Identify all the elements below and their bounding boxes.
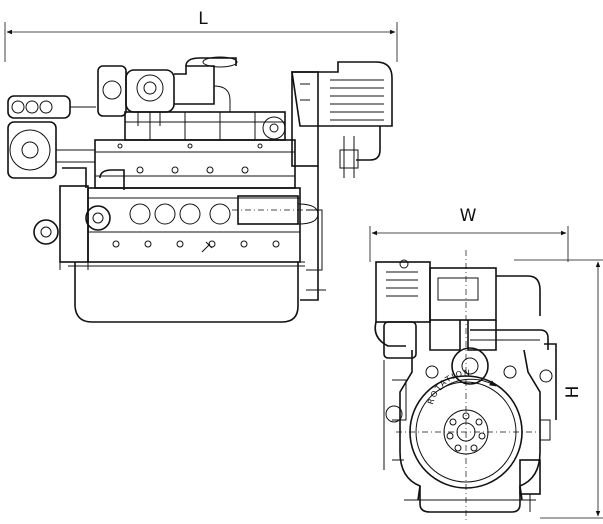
- engine-block: [87, 187, 301, 263]
- heat-exchanger: [262, 61, 393, 301]
- oil-pan: [74, 262, 299, 323]
- height-dimension: H: [514, 259, 603, 519]
- rocker-cover: [124, 111, 286, 141]
- turbocharger: [97, 56, 238, 126]
- block-bolts: [112, 240, 280, 253]
- engine-side-view: [7, 56, 393, 323]
- height-label: H: [563, 386, 583, 399]
- cylinder-head: [94, 139, 296, 189]
- width-dimension: W: [369, 206, 569, 262]
- fuel-filters: [129, 195, 319, 225]
- length-label: L: [198, 9, 208, 29]
- length-dimension: L: [4, 9, 398, 62]
- front-accessories: [7, 95, 111, 270]
- width-label: W: [460, 206, 477, 226]
- engine-front-view: ROTATION: [374, 250, 557, 520]
